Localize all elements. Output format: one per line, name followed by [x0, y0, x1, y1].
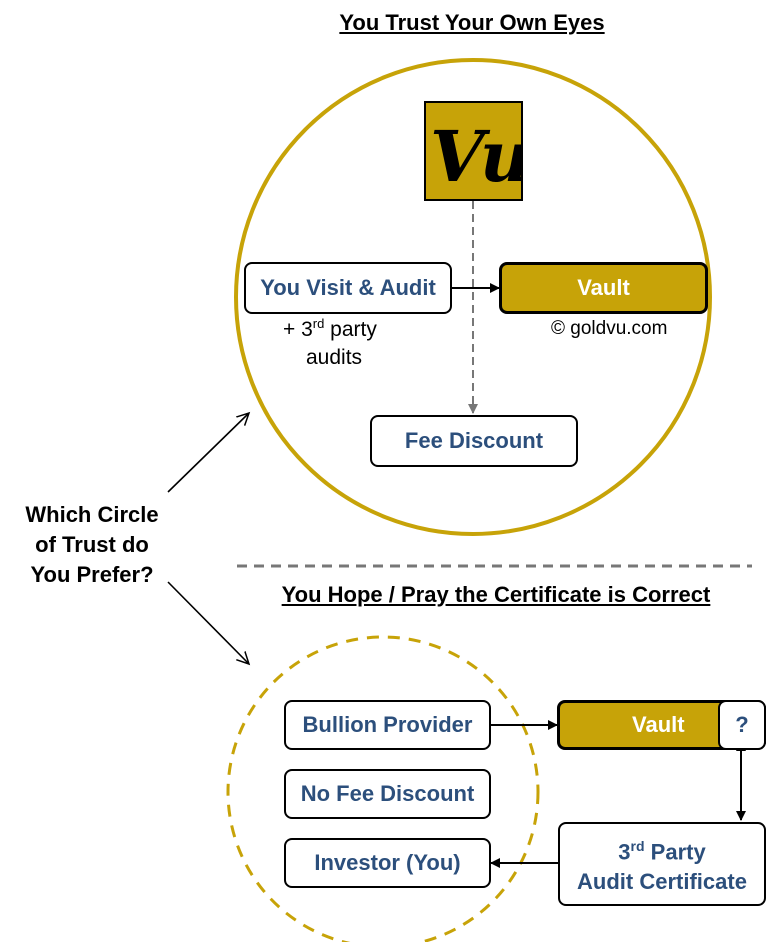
audit-cert-line2: Audit Certificate — [577, 869, 747, 895]
audit-cert-line1: 3rd Party — [618, 831, 705, 867]
third-party-suffix: party — [324, 318, 377, 341]
vu-logo-icon: Vu — [430, 115, 531, 198]
you-visit-audit-box: You Visit & Audit — [244, 262, 452, 314]
no-fee-discount-label: No Fee Discount — [300, 781, 475, 806]
no-fee-discount-box: No Fee Discount — [284, 769, 491, 819]
third-party-prefix: + 3 — [283, 318, 313, 341]
question-line1: Which Circle — [25, 502, 159, 527]
third-party-note-line2: audits — [306, 346, 363, 369]
bottom-heading: You Hope / Pray the Certificate is Corre… — [281, 582, 711, 607]
cert-prefix: 3 — [618, 839, 631, 865]
question-line3: You Prefer? — [30, 562, 154, 587]
third-party-note-line1: + 3rd party — [283, 316, 377, 342]
vault-question-label: ? — [735, 712, 749, 737]
question-down-arrow — [167, 581, 249, 664]
third-party-sup: rd — [312, 316, 325, 331]
vault-question-box: ? — [718, 700, 766, 750]
bullion-provider-box: Bullion Provider — [284, 700, 491, 750]
vault-label-top: Vault — [577, 275, 630, 300]
vault-label-bottom: Vault — [632, 712, 685, 737]
question-line2: of Trust do — [35, 532, 149, 557]
copyright-text: © goldvu.com — [551, 318, 668, 339]
question-text: Which Circle of Trust do You Prefer? — [8, 500, 176, 590]
investor-label: Investor (You) — [314, 850, 461, 875]
cert-suffix: Party — [644, 839, 706, 865]
cert-sup: rd — [630, 837, 645, 854]
goldvu-logo: Vu — [424, 101, 531, 201]
fee-discount-box: Fee Discount — [370, 415, 578, 467]
vault-box-top: Vault — [499, 262, 708, 314]
audit-certificate-box: 3rd Party Audit Certificate — [558, 822, 766, 906]
question-up-arrow — [167, 413, 249, 493]
investor-box: Investor (You) — [284, 838, 491, 888]
svg-text:Vu: Vu — [430, 115, 521, 198]
trust-circle-dashed — [226, 635, 540, 942]
bullion-provider-label: Bullion Provider — [302, 712, 473, 737]
you-visit-audit-label: You Visit & Audit — [260, 275, 436, 300]
trust-circle-solid — [234, 58, 712, 536]
fee-discount-label: Fee Discount — [404, 428, 544, 453]
top-heading: You Trust Your Own Eyes — [339, 10, 605, 35]
